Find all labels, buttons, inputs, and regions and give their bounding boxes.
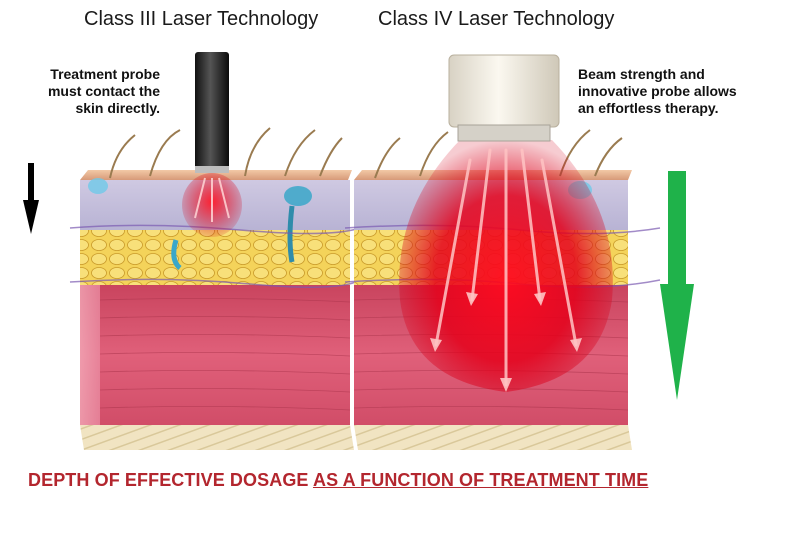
class-iv-title: Class IV Laser Technology [378, 8, 615, 30]
class-iii-tissue-block [69, 127, 361, 450]
class-iii-treatment-probe [195, 52, 229, 173]
class-iv-laser-beam [399, 140, 613, 392]
class-iv-note: Beam strength and innovative probe allow… [578, 66, 737, 116]
base-layer [354, 425, 632, 450]
class-iii-note: Treatment probe must contact the skin di… [47, 66, 160, 116]
class-iii-title: Class III Laser Technology [84, 8, 319, 30]
caption-part-1: DEPTH OF EFFECTIVE DOSAGE [28, 470, 309, 490]
hair-follicle [88, 178, 312, 270]
shallow-depth-arrow [23, 163, 39, 234]
base-layer [80, 425, 354, 450]
fat-layer [80, 230, 350, 285]
class-iv-treatment-probe [448, 54, 560, 142]
figure-caption: DEPTH OF EFFECTIVE DOSAGE AS A FUNCTION … [28, 470, 648, 491]
caption-part-2-underlined: AS A FUNCTION OF TREATMENT TIME [312, 470, 649, 490]
class-iii-laser-beam [182, 173, 242, 237]
deep-depth-arrow [660, 171, 694, 400]
muscle-layer [80, 285, 350, 425]
